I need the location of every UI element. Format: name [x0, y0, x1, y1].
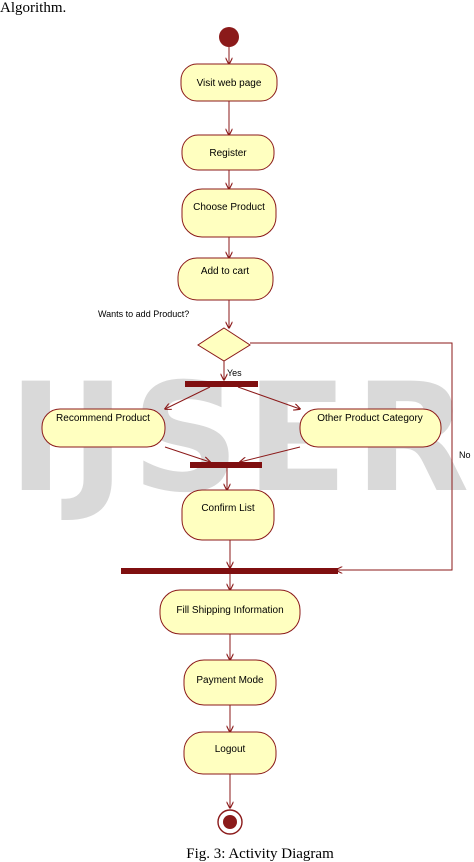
fork-bar — [185, 381, 258, 387]
figure-caption: Fig. 3: Activity Diagram — [186, 846, 334, 862]
node-logout-label: Logout — [215, 744, 246, 755]
arrow-other-join — [240, 446, 301, 462]
node-logout: Logout — [183, 731, 277, 775]
node-register-label: Register — [209, 148, 247, 159]
node-confirm-list-label: Confirm List — [201, 503, 255, 514]
end-node — [217, 809, 243, 835]
node-fill-shipping-information-label: Fill Shipping Information — [176, 605, 283, 616]
node-payment-mode-label: Payment Mode — [196, 675, 264, 686]
node-recommend-product-label: Recommend Product — [56, 413, 150, 424]
start-node — [219, 27, 239, 47]
node-add-to-cart-label: Add to cart — [201, 266, 250, 277]
node-fill-shipping-information: Fill Shipping Information — [159, 589, 301, 635]
header-text: Algorithm. — [0, 0, 66, 16]
arrow-fork-other — [237, 386, 300, 409]
arrow-decision-no-path — [250, 342, 453, 570]
node-recommend-product: Recommend Product — [41, 408, 166, 448]
node-visit-web-page-label: Visit web page — [197, 78, 262, 89]
arrow-fork-recommend — [165, 386, 211, 409]
node-choose-product-label: Choose Product — [193, 202, 265, 213]
node-payment-mode: Payment Mode — [183, 659, 277, 706]
arrow-recommend-join — [164, 446, 210, 462]
merge-bar — [121, 568, 338, 574]
node-other-product-category-label: Other Product Category — [317, 413, 423, 424]
decision-question-label: Wants to add Product? — [98, 309, 189, 319]
node-visit-web-page: Visit web page — [180, 63, 278, 102]
node-add-to-cart: Add to cart — [177, 257, 274, 301]
node-register: Register — [181, 134, 275, 171]
node-other-product-category: Other Product Category — [299, 408, 442, 448]
join-bar — [190, 462, 262, 468]
node-choose-product: Choose Product — [181, 188, 277, 238]
decision-yes-label: Yes — [227, 368, 242, 378]
decision-diamond — [197, 327, 251, 362]
node-confirm-list: Confirm List — [181, 489, 275, 541]
connectors — [164, 47, 453, 808]
decision-no-label: No — [459, 450, 471, 460]
